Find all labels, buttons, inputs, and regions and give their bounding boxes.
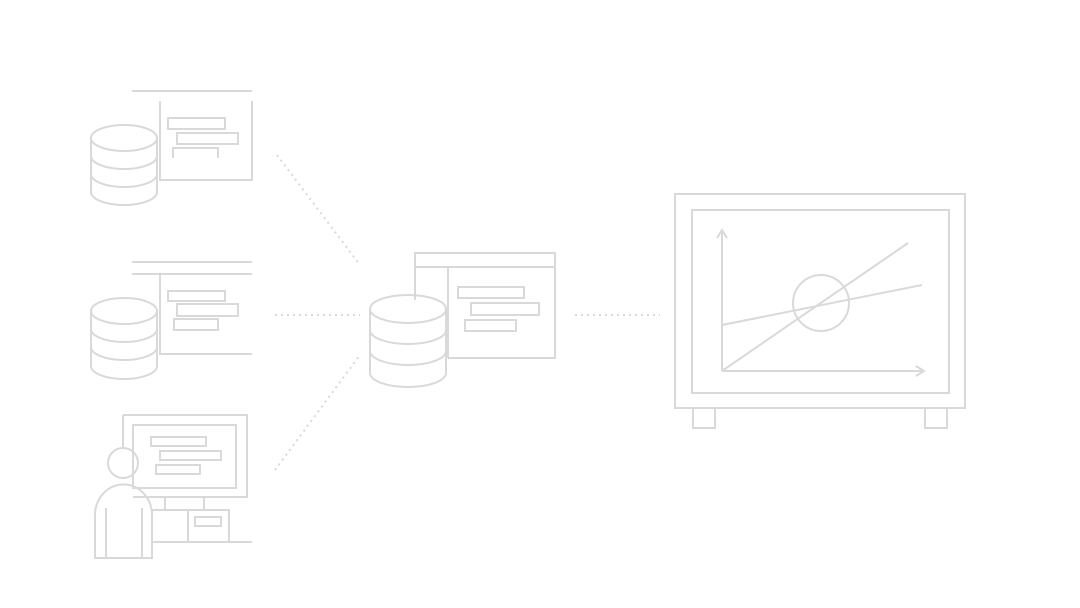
database-icon <box>90 124 158 206</box>
user-icon <box>94 447 153 559</box>
database-icon <box>90 297 158 380</box>
source-user <box>94 414 252 559</box>
source-database-1 <box>90 90 253 206</box>
document-icon <box>132 90 253 181</box>
connector-line <box>276 154 361 266</box>
line-chart-icon <box>716 228 926 377</box>
monitor-icon <box>674 193 966 429</box>
central-database <box>369 252 556 388</box>
document-icon <box>122 414 252 543</box>
document-icon <box>414 252 556 359</box>
document-icon <box>132 261 252 355</box>
connector-line <box>274 354 361 471</box>
database-icon <box>369 294 447 388</box>
source-database-2 <box>90 261 252 380</box>
